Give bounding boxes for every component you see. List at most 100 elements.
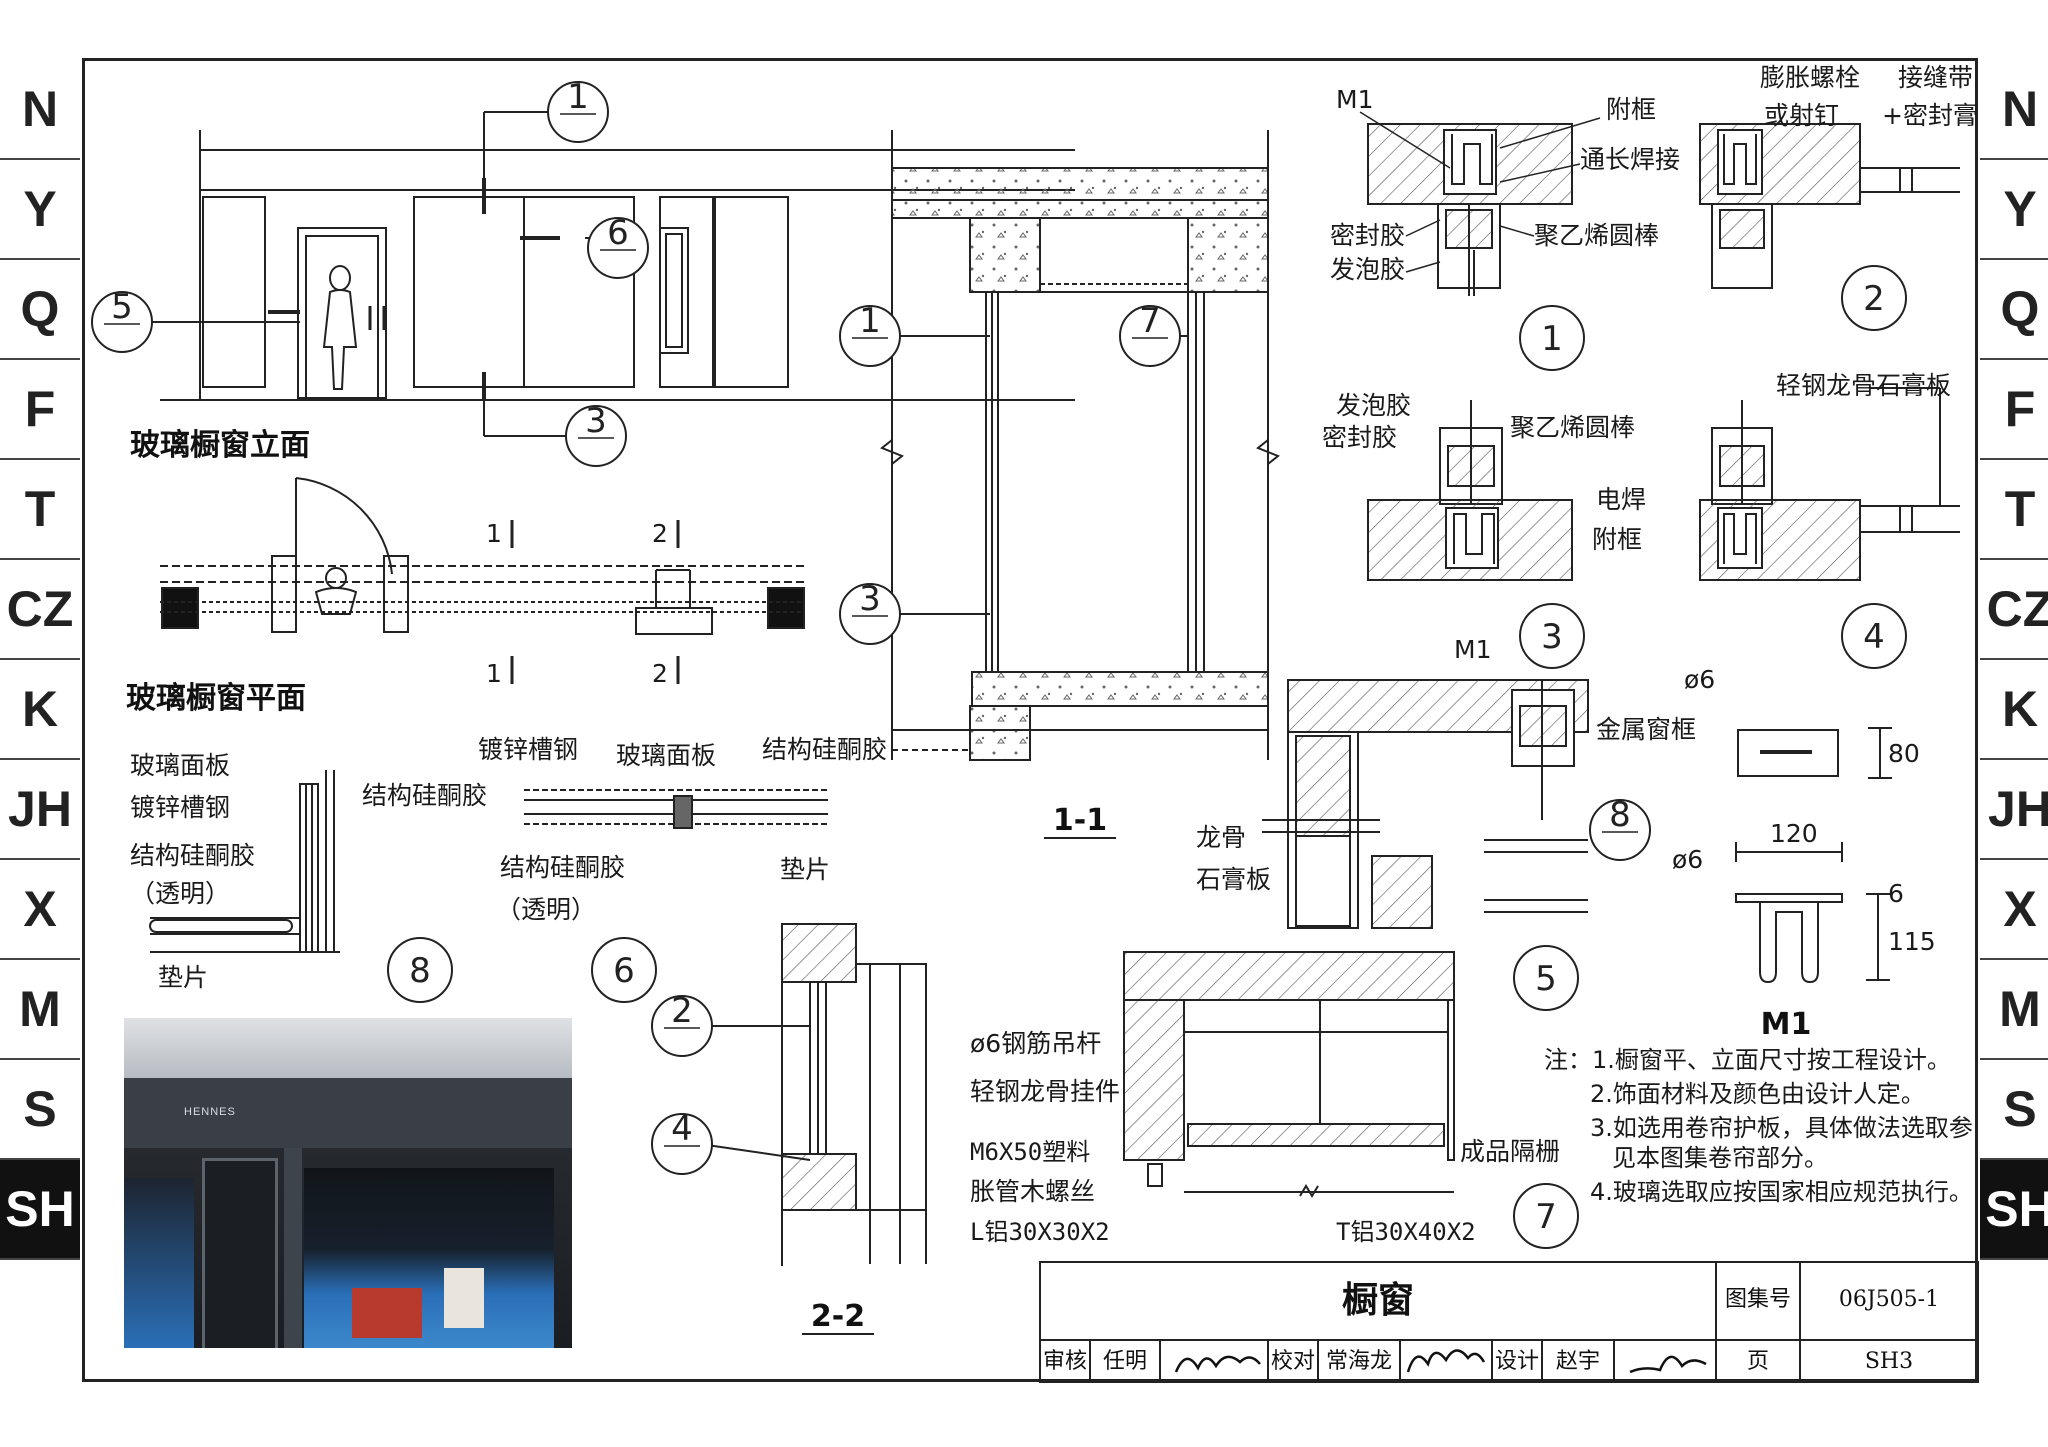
tab-q[interactable]: Q bbox=[0, 260, 80, 360]
section-2-2-drawing bbox=[699, 923, 927, 1266]
tab-x[interactable]: X bbox=[0, 860, 80, 960]
detail-7-label-grille: 成品隔栅 bbox=[1460, 1137, 1560, 1166]
tab-m-right[interactable]: M bbox=[1980, 960, 2048, 1060]
detail-7-label-hanger: 轻钢龙骨挂件 bbox=[970, 1077, 1120, 1106]
detail-2-number: 2 bbox=[1863, 279, 1885, 319]
notes-block: 注：1.橱窗平、立面尺寸按工程设计。 2.饰面材料及颜色由设计人定。 3.如选用… bbox=[1544, 1046, 1973, 1206]
tab-n[interactable]: N bbox=[0, 60, 80, 160]
photo-column bbox=[284, 1148, 302, 1348]
plan-section-1-top: 1 bbox=[486, 519, 502, 548]
detail-5-label-keel: 龙骨 bbox=[1196, 823, 1246, 852]
detail-3-label-sealant: 密封胶 bbox=[1322, 423, 1397, 452]
callout-2-2-4: 4 bbox=[671, 1109, 693, 1149]
detail-1-label-m1: M1 bbox=[1336, 85, 1373, 114]
detail-5-number: 5 bbox=[1535, 959, 1557, 999]
tab-y-right[interactable]: Y bbox=[1980, 160, 2048, 260]
detail-8-label-glass: 玻璃面板 bbox=[130, 751, 230, 780]
tab-f[interactable]: F bbox=[0, 360, 80, 460]
tab-cz-right[interactable]: CZ bbox=[1980, 560, 2048, 660]
tab-jh-right[interactable]: JH bbox=[1980, 760, 2048, 860]
callout-elev-5: 5 bbox=[111, 287, 133, 327]
plan-section-1-bottom: 1 bbox=[486, 659, 502, 688]
detail-1-leaders bbox=[1359, 111, 1601, 273]
tab-sh[interactable]: SH bbox=[0, 1160, 80, 1260]
detail-6-label-shim: 垫片 bbox=[780, 855, 830, 884]
detail-7-label-l-alu: L铝30X30X2 bbox=[970, 1218, 1110, 1246]
photo-ceiling bbox=[124, 1018, 572, 1078]
elevation-title: 玻璃橱窗立面 bbox=[130, 428, 310, 463]
detail-4-number: 4 bbox=[1863, 617, 1885, 657]
note-line-1: 注：1.橱窗平、立面尺寸按工程设计。 bbox=[1544, 1046, 1951, 1074]
m1-drawing bbox=[1735, 727, 1892, 984]
tab-sh-right[interactable]: SH bbox=[1980, 1160, 2048, 1260]
m1-label-rod-side: ø6 bbox=[1672, 845, 1703, 874]
plan-title: 玻璃橱窗平面 bbox=[126, 681, 306, 716]
tab-jh[interactable]: JH bbox=[0, 760, 80, 860]
reviewer-signature bbox=[1174, 1355, 1261, 1373]
tab-t[interactable]: T bbox=[0, 460, 80, 560]
tab-f-right[interactable]: F bbox=[1980, 360, 2048, 460]
title-block-designer: 赵宇 bbox=[1556, 1349, 1600, 1374]
detail-8-label-transparent: （透明） bbox=[130, 879, 230, 908]
section-1-1-callouts: 1 7 3 bbox=[839, 301, 1181, 645]
plan-drawing bbox=[160, 477, 805, 684]
m1-label-rod-top: ø6 bbox=[1684, 665, 1715, 694]
m1-dim-6: 6 bbox=[1888, 879, 1904, 908]
m1-dim-120: 120 bbox=[1770, 819, 1818, 848]
detail-6-number: 6 bbox=[613, 951, 635, 991]
tab-y[interactable]: Y bbox=[0, 160, 80, 260]
detail-1-label-foam: 发泡胶 bbox=[1330, 255, 1405, 284]
photo-sign-band: HENNES bbox=[124, 1078, 572, 1148]
tab-t-right[interactable]: T bbox=[1980, 460, 2048, 560]
detail-2-label-sealing-paste: +密封膏 bbox=[1882, 101, 1978, 130]
detail-6-label-transparent: （透明） bbox=[496, 895, 596, 924]
tab-n-right[interactable]: N bbox=[1980, 60, 2048, 160]
callout-1-1-3: 3 bbox=[859, 579, 881, 619]
plan-section-2-top: 2 bbox=[652, 519, 668, 548]
photo-display-red bbox=[352, 1288, 422, 1338]
m1-dim-115: 115 bbox=[1888, 927, 1936, 956]
callout-1-1-1: 1 bbox=[859, 301, 881, 341]
title-block-checker: 常海龙 bbox=[1326, 1349, 1392, 1374]
note-line-2: 2.饰面材料及颜色由设计人定。 bbox=[1590, 1080, 1925, 1108]
m1-title: M1 bbox=[1761, 1007, 1812, 1042]
elevation-drawing bbox=[150, 111, 1075, 437]
detail-3-label-weld: 电焊 bbox=[1596, 485, 1646, 514]
title-block-reviewer: 任明 bbox=[1103, 1349, 1147, 1374]
photo-left-window bbox=[124, 1178, 194, 1348]
callout-1-1-7: 7 bbox=[1139, 301, 1161, 341]
detail-1-label-weld: 通长焊接 bbox=[1580, 145, 1680, 174]
detail-4-drawing bbox=[1699, 387, 1960, 581]
detail-8-label-silicone-2: 结构硅酮胶 bbox=[130, 841, 255, 870]
storefront-photo: HENNES bbox=[124, 1018, 572, 1348]
detail-1-label-subframe: 附框 bbox=[1606, 95, 1656, 124]
detail-4-label-gypsum-board: 轻钢龙骨石膏板 bbox=[1776, 371, 1951, 400]
detail-8-label-shim: 垫片 bbox=[158, 963, 208, 992]
title-block-atlas-label: 图集号 bbox=[1725, 1287, 1791, 1312]
title-block-review-label: 审核 bbox=[1043, 1349, 1087, 1374]
title-block bbox=[1039, 1261, 1979, 1383]
side-tab-strip-left: N Y Q F T CZ K JH X M S SH bbox=[0, 60, 80, 1260]
tab-cz[interactable]: CZ bbox=[0, 560, 80, 660]
detail-2-label-or-nail: 或射钉 bbox=[1764, 101, 1839, 130]
note-line-3: 3.如选用卷帘护板，具体做法选取参 bbox=[1590, 1114, 1973, 1142]
detail-7-label-t-alu: T铝30X40X2 bbox=[1336, 1218, 1476, 1246]
tab-k[interactable]: K bbox=[0, 660, 80, 760]
photo-main-window bbox=[304, 1168, 554, 1348]
tab-k-right[interactable]: K bbox=[1980, 660, 2048, 760]
tab-q-right[interactable]: Q bbox=[1980, 260, 2048, 360]
detail-8-drawing bbox=[149, 770, 340, 953]
title-block-check-label: 校对 bbox=[1271, 1349, 1315, 1374]
title-block-atlas-no: 06J505-1 bbox=[1839, 1287, 1939, 1312]
detail-6-label-silicone-1: 结构硅酮胶 bbox=[762, 735, 887, 764]
detail-2-label-bolt: 膨胀螺栓 bbox=[1760, 63, 1860, 92]
tab-s-right[interactable]: S bbox=[1980, 1060, 2048, 1160]
tab-s[interactable]: S bbox=[0, 1060, 80, 1160]
elevation-callouts: 1 6 5 3 bbox=[91, 77, 649, 467]
detail-7-label-rod: ø6钢筋吊杆 bbox=[970, 1029, 1101, 1058]
callout-elev-1: 1 bbox=[567, 77, 589, 117]
tab-x-right[interactable]: X bbox=[1980, 860, 2048, 960]
tab-m[interactable]: M bbox=[0, 960, 80, 1060]
title-block-drawing-title: 橱窗 bbox=[1342, 1279, 1414, 1321]
